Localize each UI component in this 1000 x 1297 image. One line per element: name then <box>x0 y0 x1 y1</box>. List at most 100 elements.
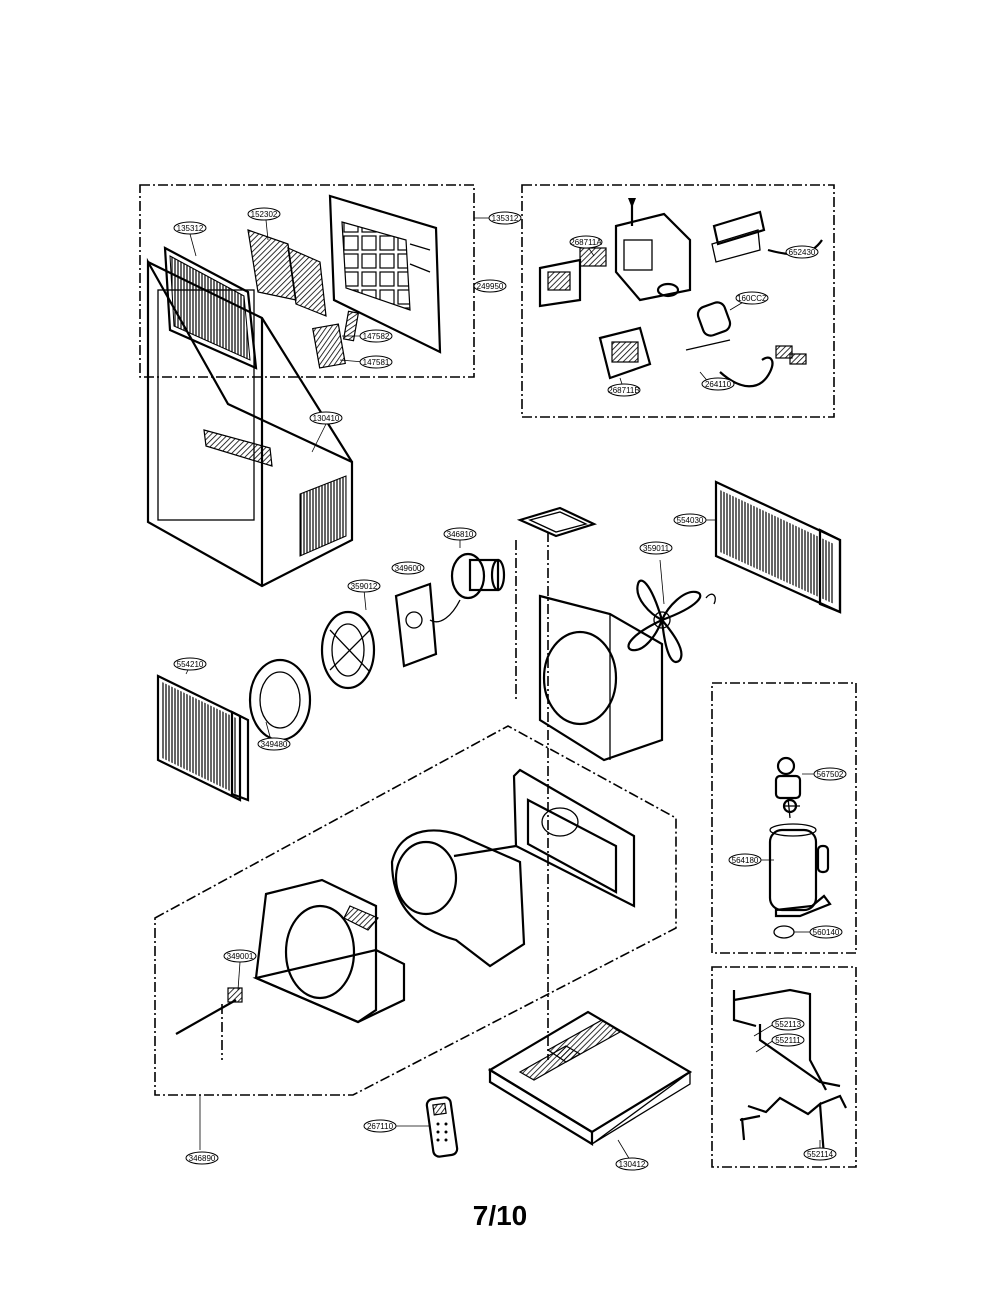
blower-fan-part <box>320 610 376 690</box>
callout-label: 554210 <box>177 660 204 669</box>
condenser-fan-part <box>627 579 716 664</box>
control-panel-part <box>538 247 607 308</box>
callout-label: 359011 <box>643 544 670 553</box>
callout-oval <box>771 1033 805 1047</box>
callout-oval <box>257 737 291 751</box>
callout-oval <box>347 579 381 593</box>
front-frame-part <box>328 194 442 354</box>
callout-oval <box>173 657 207 671</box>
callout-652430: 652430 <box>785 245 819 259</box>
callout-label: 268711A <box>570 238 602 247</box>
callout-label: 152302 <box>251 210 278 219</box>
callout-oval <box>813 767 847 781</box>
callout-label: 349480 <box>261 740 288 749</box>
callout-554210: 554210 <box>173 657 207 671</box>
callout-567502: 567502 <box>813 767 847 781</box>
callout-oval <box>735 291 769 305</box>
callout-147581: 147581 <box>359 355 393 369</box>
base-pan-part <box>487 1010 693 1146</box>
callout-label: 552114 <box>807 1150 834 1159</box>
callout-130412: 130412 <box>615 1157 649 1171</box>
callout-oval <box>488 211 522 225</box>
callout-oval <box>771 1017 805 1031</box>
callout-label: 135312 <box>492 214 519 223</box>
callout-oval <box>809 925 843 939</box>
cabinet-part <box>146 257 354 588</box>
scroll-housing-part <box>390 829 526 968</box>
callout-oval <box>728 853 762 867</box>
callout-label: 264110 <box>705 380 732 389</box>
callout-label: 135312 <box>177 224 204 233</box>
callout-160ccz: 160CCZ <box>735 291 769 305</box>
callout-label: 267110 <box>367 1122 394 1131</box>
callout-label: 564180 <box>732 856 759 865</box>
callout-label: 130412 <box>619 1160 646 1169</box>
callout-label: 359012 <box>351 582 378 591</box>
callout-oval <box>173 221 207 235</box>
callout-267110: 267110 <box>363 1119 397 1133</box>
callout-349001: 349001 <box>223 949 257 963</box>
control-box-part <box>614 198 692 302</box>
callout-oval <box>359 329 393 343</box>
callout-552114: 552114 <box>803 1147 837 1161</box>
callout-oval <box>443 527 477 541</box>
callout-552111: 552111 <box>771 1033 805 1047</box>
shroud-top-plate-part <box>516 506 598 538</box>
wire-harness-part <box>719 239 823 388</box>
control-parts-group-box <box>521 184 835 418</box>
callout-554030: 554030 <box>673 513 707 527</box>
callout-labels: 135312 152302 135312 249950 147582 147581 2687… <box>173 207 847 1171</box>
callout-349600: 349600 <box>391 561 425 575</box>
callout-oval <box>247 207 281 221</box>
callout-560140: 560140 <box>809 925 843 939</box>
air-filter-part <box>247 229 327 317</box>
callout-564180: 564180 <box>728 853 762 867</box>
callout-label: 147582 <box>363 332 390 341</box>
callout-268711a: 268711A <box>569 235 603 249</box>
callout-oval <box>569 235 603 249</box>
callout-oval <box>803 1147 837 1161</box>
callout-label: 346810 <box>447 530 474 539</box>
callout-147582: 147582 <box>359 329 393 343</box>
cover-plate-part <box>711 210 766 263</box>
callout-249950: 249950 <box>473 279 507 293</box>
callout-label: 552111 <box>775 1036 801 1045</box>
capacitor-part <box>656 282 732 351</box>
callout-346890: 346890 <box>185 1151 219 1165</box>
front-housing-part <box>252 878 406 1024</box>
callout-152302: 152302 <box>247 207 281 221</box>
orifice-ring-part <box>248 658 312 742</box>
callout-oval <box>701 377 735 391</box>
callout-label: 554030 <box>677 516 704 525</box>
callout-label: 160CCZ <box>737 294 767 303</box>
callout-label: 652430 <box>789 248 816 257</box>
callout-label: 249950 <box>477 282 504 291</box>
shroud-part <box>538 594 664 762</box>
piping-group-box <box>711 966 857 1168</box>
pcb-part <box>598 326 652 380</box>
callout-oval <box>615 1157 649 1171</box>
compressor-group-box <box>711 682 857 954</box>
callout-label: 552113 <box>775 1020 802 1029</box>
motor-bracket-part <box>394 582 438 668</box>
callout-130410: 130410 <box>309 411 343 425</box>
callout-label: 349001 <box>227 952 254 961</box>
callout-oval <box>309 411 343 425</box>
callout-oval <box>359 355 393 369</box>
callout-oval <box>223 949 257 963</box>
air-guide-rod-part <box>175 987 243 1035</box>
callout-label: 560140 <box>813 928 840 937</box>
callout-label: 567502 <box>817 770 844 779</box>
callout-oval <box>363 1119 397 1133</box>
callout-359012: 359012 <box>347 579 381 593</box>
callout-label: 147581 <box>363 358 390 367</box>
callout-oval <box>785 245 819 259</box>
callout-346810: 346810 <box>443 527 477 541</box>
evaporator-coil-part <box>156 674 250 802</box>
piping-parts <box>732 988 847 1157</box>
callout-264110: 264110 <box>701 377 735 391</box>
callout-135312: 135312 <box>173 221 207 235</box>
callout-268711b: 268711B <box>607 383 641 397</box>
callout-135312: 135312 <box>488 211 522 225</box>
callout-label: 349600 <box>395 564 422 573</box>
